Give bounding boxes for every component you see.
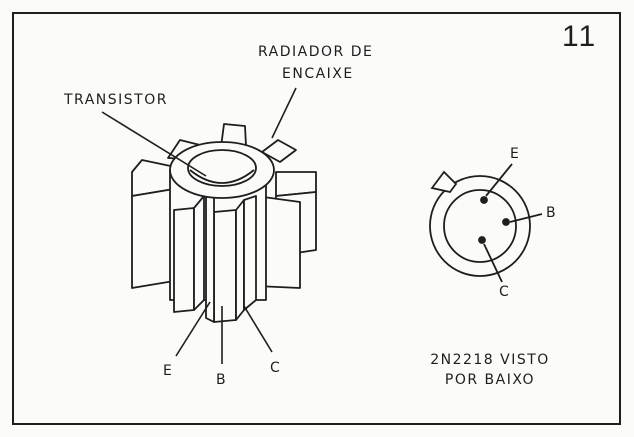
fin-front-center-side: [235, 199, 245, 321]
lead-b: [502, 218, 510, 226]
case-outer: [429, 175, 531, 277]
figure-border: [12, 12, 621, 425]
leader-bv-c: [483, 243, 503, 283]
lead-c: [478, 236, 486, 244]
case-tab: [430, 170, 458, 194]
fin-back-right: [261, 139, 297, 163]
fin-front-mid: [243, 195, 257, 311]
label-heatsink-line1: RADIADOR DE: [258, 44, 374, 60]
transistor-socket: [187, 149, 257, 187]
fin-front-left-side: [193, 195, 205, 311]
label-pin-c: C: [270, 360, 282, 376]
bottom-view-caption: 2N2218 VISTO POR BAIXO: [420, 350, 560, 390]
leader-lines: [101, 87, 297, 364]
leader-pin-c: [243, 305, 273, 353]
label-transistor: TRANSISTOR: [64, 92, 168, 108]
fin-front-left: [173, 207, 195, 313]
label-pin-b: B: [216, 372, 228, 388]
leader-bv-e: [485, 163, 513, 197]
label-heatsink-line2: ENCAIXE: [282, 66, 354, 82]
leader-transistor: [101, 111, 207, 177]
leader-bv-b: [509, 213, 543, 223]
figure-number: 11: [562, 20, 598, 53]
bottom-view-label-c: C: [499, 284, 511, 300]
caption-line1: 2N2218 VISTO: [430, 352, 550, 368]
label-pin-e: E: [163, 363, 174, 379]
leader-pin-e: [175, 301, 211, 357]
caption-line2: POR BAIXO: [444, 372, 536, 388]
lead-e: [480, 196, 488, 204]
transistor-bottom-view: [429, 163, 543, 283]
bottom-view-label-e: E: [510, 146, 521, 162]
case-inner: [443, 189, 517, 263]
bottom-view-label-b: B: [546, 205, 558, 221]
socket-inner-rim: [189, 169, 255, 184]
leader-heatsink: [271, 87, 297, 139]
fin-front-center: [213, 209, 237, 323]
heatsink: [131, 123, 317, 323]
